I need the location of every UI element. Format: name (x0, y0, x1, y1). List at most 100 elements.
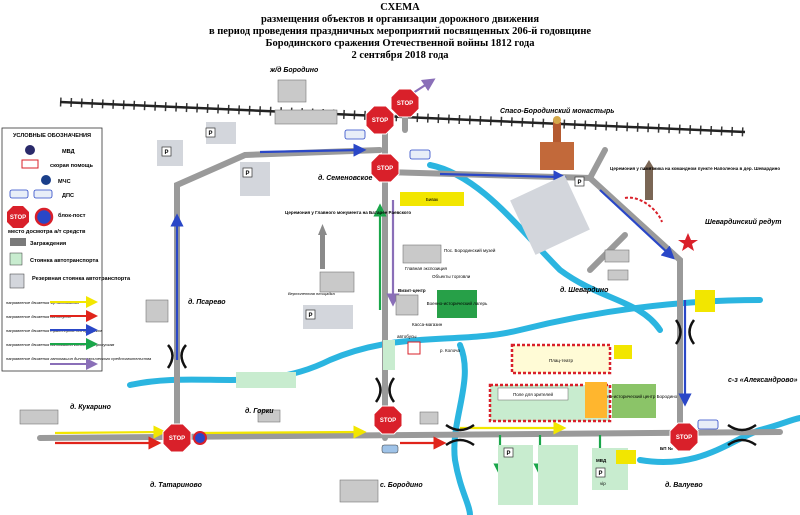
police-car-icon (381, 444, 399, 454)
playground-frame (510, 343, 612, 375)
label-vip: vip (600, 481, 606, 486)
label-raevsky: Церемония у Главного монумента на Батаре… (285, 210, 411, 215)
stop-sign-north: STOP (365, 105, 395, 135)
monastery-icon (540, 116, 574, 170)
svg-text:STOP: STOP (676, 435, 692, 441)
label-valuevo: д. Валуево (665, 481, 703, 489)
svg-text:STOP: STOP (380, 418, 396, 424)
title-line-2: размещения объектов и организации дорожн… (260, 14, 540, 25)
road-west (174, 147, 383, 441)
legend-dps: ДПС (62, 193, 74, 199)
river-voyna (427, 162, 663, 333)
parking-south-2 (538, 445, 578, 505)
parking-marker: P (208, 131, 212, 137)
legend-barriers: Заграждения (30, 241, 66, 247)
stop-legend-icon: STOP (7, 206, 29, 228)
label-psarevo: д. Псарево (188, 298, 226, 306)
svg-text:STOP: STOP (372, 118, 388, 124)
legend-arrow-vip: направление движения vip автомашин (6, 300, 80, 305)
label-buses: автобусы (397, 334, 416, 339)
svg-text:STOP: STOP (169, 436, 185, 442)
road-branch-spaso (587, 147, 608, 181)
visit-center-building (395, 294, 419, 316)
label-rail-station: ж/д Бородино (269, 66, 319, 74)
barrier-legend-icon (10, 238, 26, 246)
dps-car-icon (409, 149, 431, 160)
label-shevardino: д. Шевардино (560, 286, 609, 294)
label-spaso-1: Спасо-Бородинский монастырь (500, 107, 614, 115)
title-line-5: 2 сентября 2018 года (351, 50, 449, 61)
parking-center-left (240, 162, 270, 196)
expo-label: Военно-исторический лагерь (427, 300, 488, 306)
legend-heading: УСЛОВНЫЕ ОБОЗНАЧЕНИЯ (13, 133, 91, 139)
river-kolocha (127, 297, 763, 388)
parking-markers: P P P P P P P (161, 127, 606, 478)
event-area: Плац-театр Поле для зрителей Культурно-и… (427, 290, 678, 423)
label-gorki: д. Горки (245, 407, 274, 415)
label-tatarinovo: д. Татариново (150, 481, 203, 489)
label-main-expo: Главная экспозиция (405, 266, 448, 271)
legend-arrow-diplomatic: направление движения автомашин дипломати… (6, 356, 152, 361)
svg-text:STOP: STOP (397, 101, 413, 107)
legend-reserve-parking: Резервная стоянка автотранспорта (32, 276, 131, 282)
title-line-4: Бородинского сражения Отечественной войн… (265, 38, 535, 49)
label-mvd: МВД (596, 458, 607, 463)
legend-inspection: место досмотра а/т средств (8, 229, 86, 235)
expo-area (437, 290, 477, 318)
mvd-icon (25, 145, 35, 155)
parking-marker: P (598, 471, 602, 477)
label-napoleon: Церемония у памятника на командном пункт… (610, 166, 780, 171)
ambulance-icon (407, 341, 421, 355)
stop-sign-valuevo: STOP (669, 422, 699, 452)
reserve-parking-legend-icon (9, 273, 25, 289)
parking-spaso (510, 175, 590, 255)
label-kolocha: р. Колоча (440, 348, 460, 353)
parking-marker: P (308, 313, 312, 319)
inspection-legend-icon (34, 207, 54, 227)
mchs-icon (41, 175, 51, 185)
playground-label: Плац-театр (549, 358, 573, 363)
parking-marker: P (577, 180, 581, 186)
parking-bus (383, 340, 395, 370)
legend-arrow-bus: направление движения автобусов (6, 314, 71, 319)
legend-mvd: МВД (62, 149, 75, 155)
legend-parking: Стоянка автотранспорта (30, 258, 99, 264)
info-boards: Бивак (400, 192, 715, 464)
river-east (637, 415, 800, 465)
legend-panel: УСЛОВНЫЕ ОБОЗНАЧЕНИЯ МВД скорая помощь М… (1, 127, 152, 372)
svg-text:STOP: STOP (10, 215, 26, 221)
parking-legend-icon (9, 252, 23, 266)
label-helipad: Вертолетная площадка (288, 291, 335, 296)
object-labels: Церемония у Главного монумента на Батаре… (285, 166, 780, 486)
parking-south-1 (498, 445, 533, 505)
bridges (166, 319, 757, 447)
vehicles (344, 129, 719, 454)
legend-block-post: блок-пост (58, 212, 86, 219)
spectators-label: Поле для зрителей (513, 391, 554, 397)
label-bp: БП № (660, 446, 673, 451)
ambulance-legend-icon (21, 159, 39, 169)
label-semenovskoe: д. Семеновское (318, 174, 373, 182)
monument-napoleon-icon (643, 160, 655, 200)
rail-station-building (277, 79, 307, 103)
parking-marker: P (164, 150, 168, 156)
stop-sign-rail: STOP (390, 88, 420, 118)
bridge-main-icon (445, 423, 475, 447)
inspection-point-icon (193, 431, 207, 445)
label-trade: Объекты торговли (432, 274, 471, 279)
river-stonets (451, 342, 473, 515)
bivouac-area (585, 382, 607, 418)
map-title: СХЕМА размещения объектов и организации … (0, 2, 800, 62)
camp-area (612, 384, 656, 418)
stop-sign-borodino: STOP (373, 405, 403, 435)
bridge-borodino-icon (374, 377, 396, 403)
camp-label: Культурно-исторический центр Бородино (591, 393, 678, 399)
museum-building (402, 244, 442, 264)
bridge-valuevo-icon (674, 319, 696, 345)
stop-sign-semenovskoe: STOP (370, 153, 400, 183)
title-line-1: СХЕМА (380, 2, 420, 13)
parking-west (236, 372, 296, 388)
label-ticket: Касса-магазин (412, 322, 443, 327)
rivers (127, 162, 800, 515)
